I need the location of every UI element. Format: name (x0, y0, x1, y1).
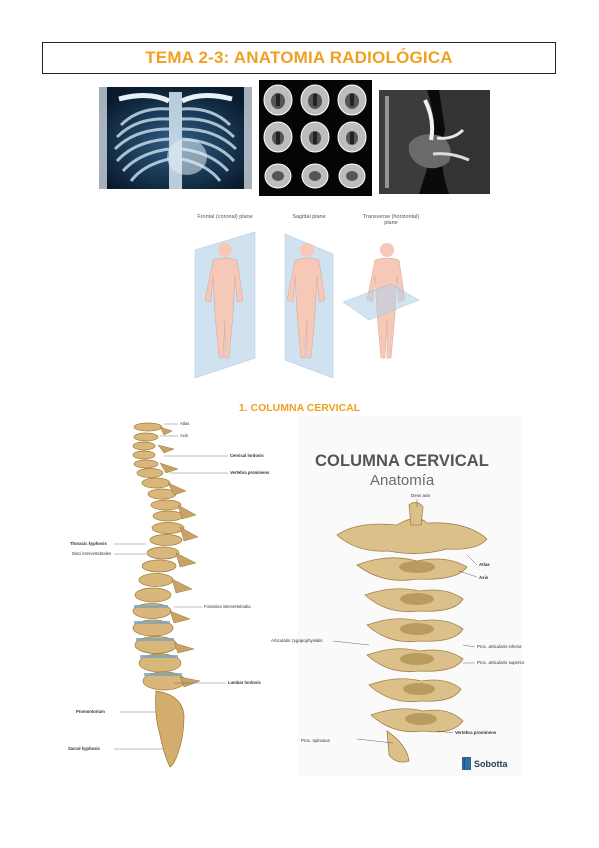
knee-mri-image (379, 90, 490, 194)
label-disci-intervertebrales: Disci intervertebrales (72, 551, 112, 556)
label-axis: Axis (180, 433, 188, 438)
sobotta-label: Sobotta (474, 758, 508, 769)
label-articulatio-zygapophysialis: Articulatio zygapophysialis (271, 638, 323, 643)
section-heading: 1. COLUMNA CERVICAL (238, 402, 361, 414)
label-cervical-lordosis: Cervical lordosis (230, 453, 264, 458)
label-proc-articularis-superior: Proc. articularis superior (477, 660, 525, 665)
sagittal-plane-label: Sagittal plane (292, 214, 326, 220)
spine-illustration: Atlas Axis Cervical lordosis Vertebra pr… (60, 415, 290, 775)
label-axis-cervical: Axis (479, 575, 489, 580)
frontal-plane-label: Frontal (coronal) plane (197, 214, 253, 220)
frontal-figure (194, 231, 256, 379)
label-vertebra-prominens-cervical: Vertebra prominens (455, 730, 497, 735)
cervical-vertebrae-illustration: Dens axis Atlas Axis Articulatio zygapop… (271, 493, 525, 770)
anatomical-planes-diagram: Frontal (coronal) plane Sagittal plane T… (183, 212, 419, 380)
sobotta-brand: Sobotta (462, 757, 508, 770)
cervical-panel-subtitle: Anatomía (370, 472, 435, 489)
transverse-plane-label: Transverse (horizontal) plane (362, 214, 420, 226)
label-atlas-cervical: Atlas (479, 562, 490, 567)
transverse-figure (342, 243, 419, 359)
label-sacral-kyphosis: Sacral kyphosis (68, 746, 100, 751)
label-promontorium: Promontorium (76, 709, 105, 714)
label-lumbar-lordosis: Lumbar lordosis (228, 680, 261, 685)
title-box: TEMA 2-3: ANATOMIA RADIOLÓGICA (42, 42, 556, 74)
brain-ct-grid-image (259, 80, 372, 196)
label-proc-articularis-inferior: Proc. articularis inferior (477, 644, 522, 649)
label-proc-spinosus: Proc. spinosus (301, 738, 330, 743)
page-title: TEMA 2-3: ANATOMIA RADIOLÓGICA (145, 48, 453, 67)
label-atlas: Atlas (180, 421, 190, 426)
label-foramina-intervertebralia: Foramina intervertebralia (204, 604, 251, 609)
label-dens-axis: Dens axis (411, 493, 431, 498)
cervical-panel-title: COLUMNA CERVICAL (315, 452, 489, 470)
chest-xray-image (99, 87, 252, 189)
label-thoracic-kyphosis: Thoracic kyphosis (70, 541, 107, 546)
label-vertebra-prominens: Vertebra prominens (230, 470, 270, 475)
sagittal-figure (284, 233, 334, 379)
book-icon (462, 757, 471, 770)
